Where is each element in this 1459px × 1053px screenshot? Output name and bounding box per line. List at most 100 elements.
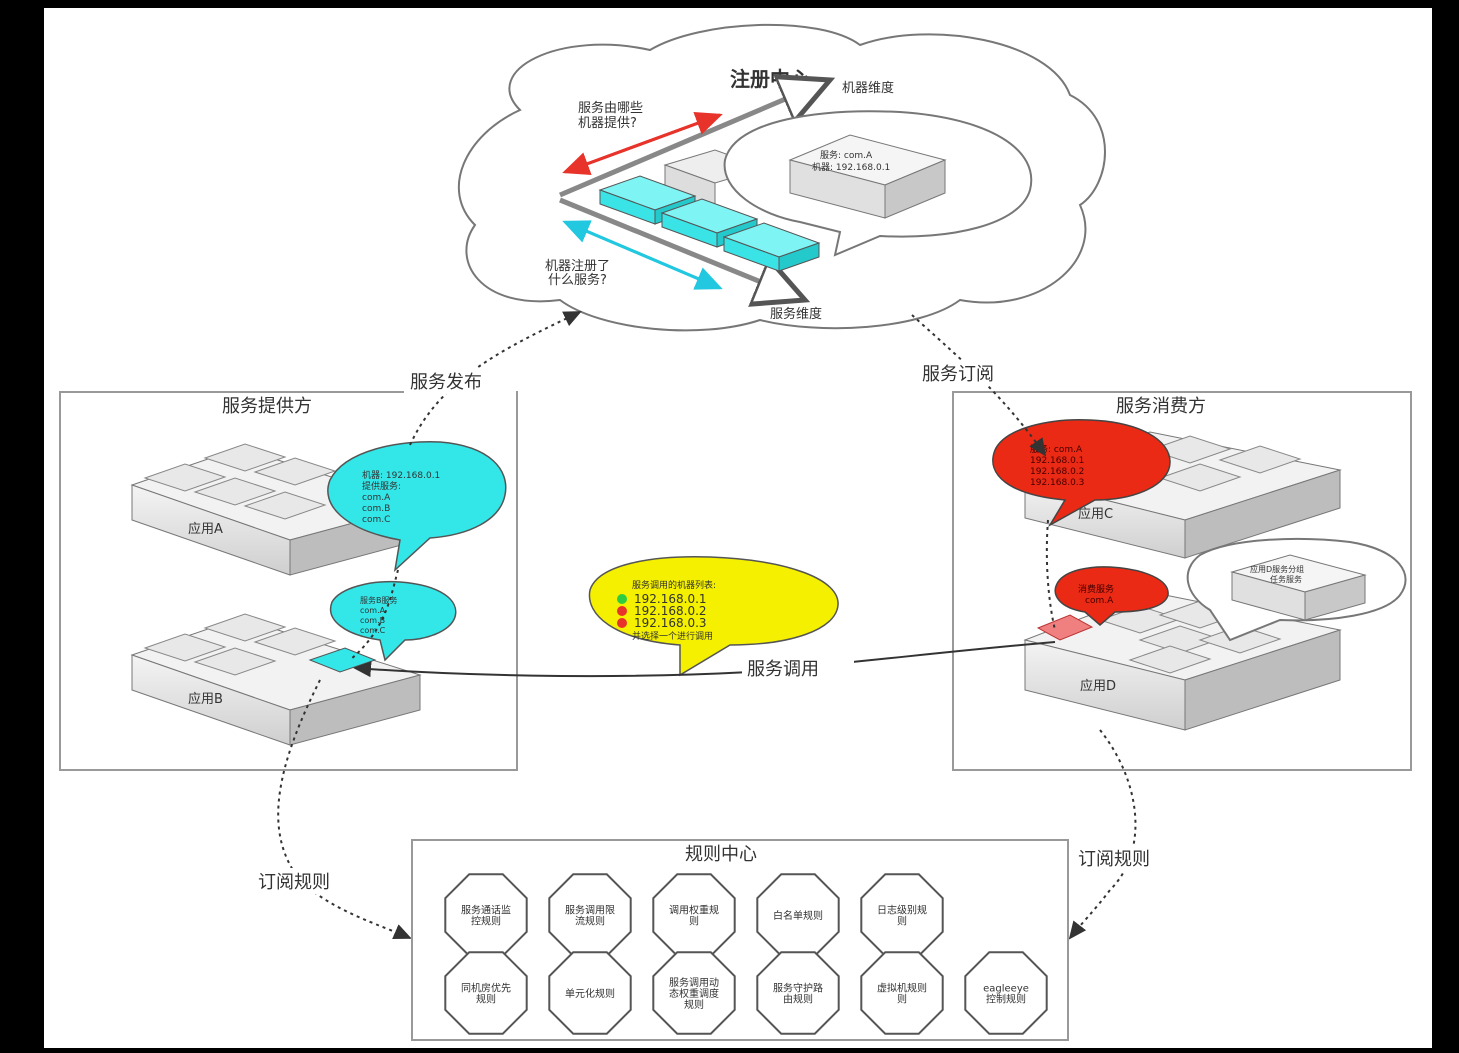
bubble-c-line2: 192.168.0.1 (1030, 456, 1084, 466)
consumer-internal-line (1045, 519, 1056, 631)
provider-group: 服务提供方 应用A (59, 391, 518, 771)
rule-item: 单元化规则 (548, 951, 632, 1035)
invoke-ip-3: 192.168.0.3 (634, 616, 707, 630)
provider-bubble-a (327, 441, 507, 573)
rule-label: 流规则 (575, 915, 605, 928)
provider-internal-line (349, 569, 399, 661)
cloud-d-line1: 应用D服务分组 (1250, 564, 1304, 574)
bubble-a-line4: com.B (362, 504, 390, 514)
invoke-label-bg (742, 655, 854, 681)
invoke-bubble (588, 556, 839, 677)
bubble-d-line1: 消费服务 (1078, 583, 1114, 595)
rule-sub-left-line (277, 679, 412, 939)
rule-label: 服务调用动 (669, 976, 719, 989)
invoke-header: 服务调用的机器列表: (632, 579, 716, 591)
question-top-1: 服务由哪些 (578, 100, 643, 116)
ip-status-dot-2 (617, 606, 627, 616)
rules-title: 规则中心 (685, 844, 757, 865)
question-bottom-1: 机器注册了 (545, 259, 610, 274)
rule-label: 由规则 (783, 993, 813, 1006)
invoke-label: 服务调用 (747, 659, 819, 680)
rule-sub-right-line (1068, 729, 1137, 940)
rule-label: 态权重调度 (669, 987, 719, 1000)
app-d-label: 应用D (1080, 678, 1116, 694)
bubble-b-line4: com.C (360, 626, 386, 635)
rule-label: 服务调用限 (565, 904, 615, 917)
app-d-red-module (1036, 614, 1094, 641)
rule-label: 白名单规则 (773, 909, 823, 922)
info-box-side (884, 159, 946, 219)
publish-label-bg (404, 368, 516, 394)
red-double-arrow-back (564, 112, 723, 174)
bubble-a-line5: com.C (362, 515, 390, 525)
cloud-d-line2: 任务服务 (1270, 574, 1302, 584)
publish-label: 服务发布 (410, 372, 482, 393)
service-axis (559, 197, 805, 300)
subscribe-label-bg (918, 360, 1030, 386)
rule-sub-left-label: 订阅规则 (258, 872, 330, 893)
bubble-b-line1: 服务B服务 (360, 595, 398, 605)
bubble-b-line3: com.B (360, 616, 385, 625)
consumer-bubble-d (1054, 566, 1169, 626)
rules-row-2: 同机房优先规则单元化规则服务调用动态权重调度规则服务守护路由规则虚拟机规则则ea… (444, 951, 1048, 1035)
info-box-line2: 机器: 192.168.0.1 (812, 161, 890, 173)
machine-dimension-label: 机器维度 (842, 80, 894, 96)
rules-center: 规则中心 服务通话监控规则服务调用限流规则调用权重规则白名单规则日志级别规则 同… (411, 839, 1069, 1041)
rule-octagon (444, 951, 528, 1035)
invoke-ip-2: 192.168.0.2 (634, 604, 707, 618)
bubble-c-line4: 192.168.0.3 (1030, 478, 1084, 488)
bubble-a-line2: 提供服务: (362, 480, 401, 492)
subscribe-label: 服务订阅 (922, 364, 994, 385)
registry-center: 注册中心 机器维度 服务维度 服务由哪些 机器提供? 机器注册了 什么服务? (457, 23, 1106, 332)
invoke-footer: 并选择一个进行调用 (632, 630, 713, 642)
invoke-bubble-group: 服务调用的机器列表: 192.168.0.1 192.168.0.2 192.1… (588, 556, 839, 677)
service-dimension-label: 服务维度 (770, 306, 822, 322)
rule-octagon (964, 951, 1048, 1035)
question-top-2: 机器提供? (578, 115, 637, 131)
rule-label: 服务通话监 (461, 904, 511, 917)
bubble-c-line3: 192.168.0.2 (1030, 467, 1084, 477)
rule-label: 服务守护路 (773, 982, 823, 995)
bubble-d-line2: com.A (1085, 596, 1114, 606)
app-c-label: 应用C (1078, 506, 1113, 522)
app-b-label: 应用B (188, 691, 223, 707)
rule-sub-left-label-bg (254, 868, 366, 894)
rule-label: 单元化规则 (565, 987, 615, 1000)
rule-sub-right-label: 订阅规则 (1078, 849, 1150, 870)
rule-label: 控规则 (471, 915, 501, 928)
cyan-double-arrow-back (562, 220, 721, 290)
rule-item: 白名单规则 (756, 873, 840, 957)
bubble-b-line2: com.A (360, 606, 386, 615)
machine-axis (559, 80, 830, 198)
info-box-line1: 服务: com.A (820, 149, 873, 161)
rule-label: 则 (897, 993, 907, 1006)
registry-title: 注册中心 (730, 67, 810, 91)
app-b-cyan-module (308, 647, 377, 673)
rule-octagon (860, 951, 944, 1035)
rule-label: 规则 (476, 993, 496, 1006)
rule-label: 则 (689, 915, 699, 928)
rule-label: 虚拟机规则 (877, 982, 927, 995)
rule-label: 控制规则 (986, 993, 1026, 1006)
consumer-title: 服务消费方 (1116, 396, 1206, 417)
invoke-ip-1: 192.168.0.1 (634, 592, 707, 606)
rule-label: eagleeye (983, 984, 1029, 995)
question-bottom-2: 什么服务? (548, 272, 607, 288)
cyan-blocks (598, 175, 821, 272)
consumer-group: 服务消费方 应用C 应用 (952, 391, 1412, 771)
ip-status-dot-3 (617, 618, 627, 628)
bubble-a-line3: com.A (362, 493, 391, 503)
bubble-a-line1: 机器: 192.168.0.1 (362, 469, 440, 481)
rule-label: 规则 (684, 998, 704, 1011)
rule-label: 则 (897, 915, 907, 928)
